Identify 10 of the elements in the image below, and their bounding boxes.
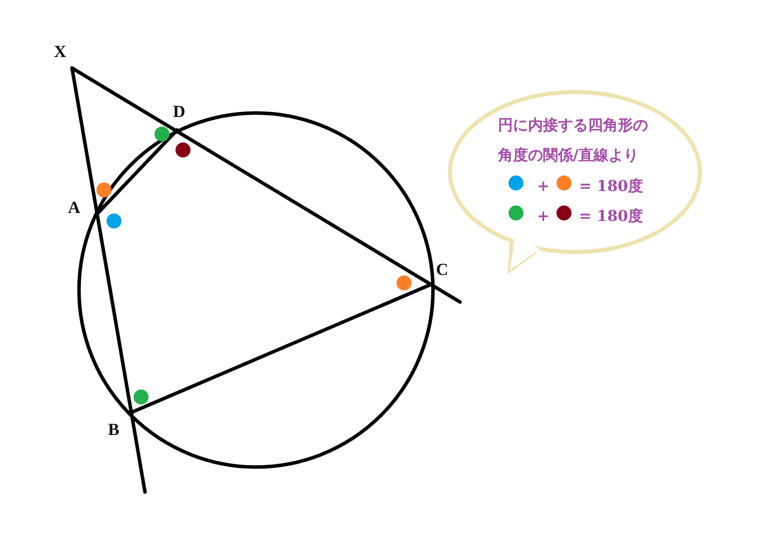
point-label: D (173, 102, 186, 122)
bubble-text: 円に内接する四角形の角度の関係/直線より (498, 115, 649, 166)
plus-sign: + (537, 206, 550, 227)
point-label: A (68, 198, 80, 218)
point-label: B (108, 420, 120, 440)
point-label: C (436, 260, 448, 280)
plus-sign: + (537, 176, 550, 197)
equation-text: = 180度 (579, 206, 644, 227)
equation-text: = 180度 (579, 176, 644, 197)
point-label: X (54, 42, 66, 62)
